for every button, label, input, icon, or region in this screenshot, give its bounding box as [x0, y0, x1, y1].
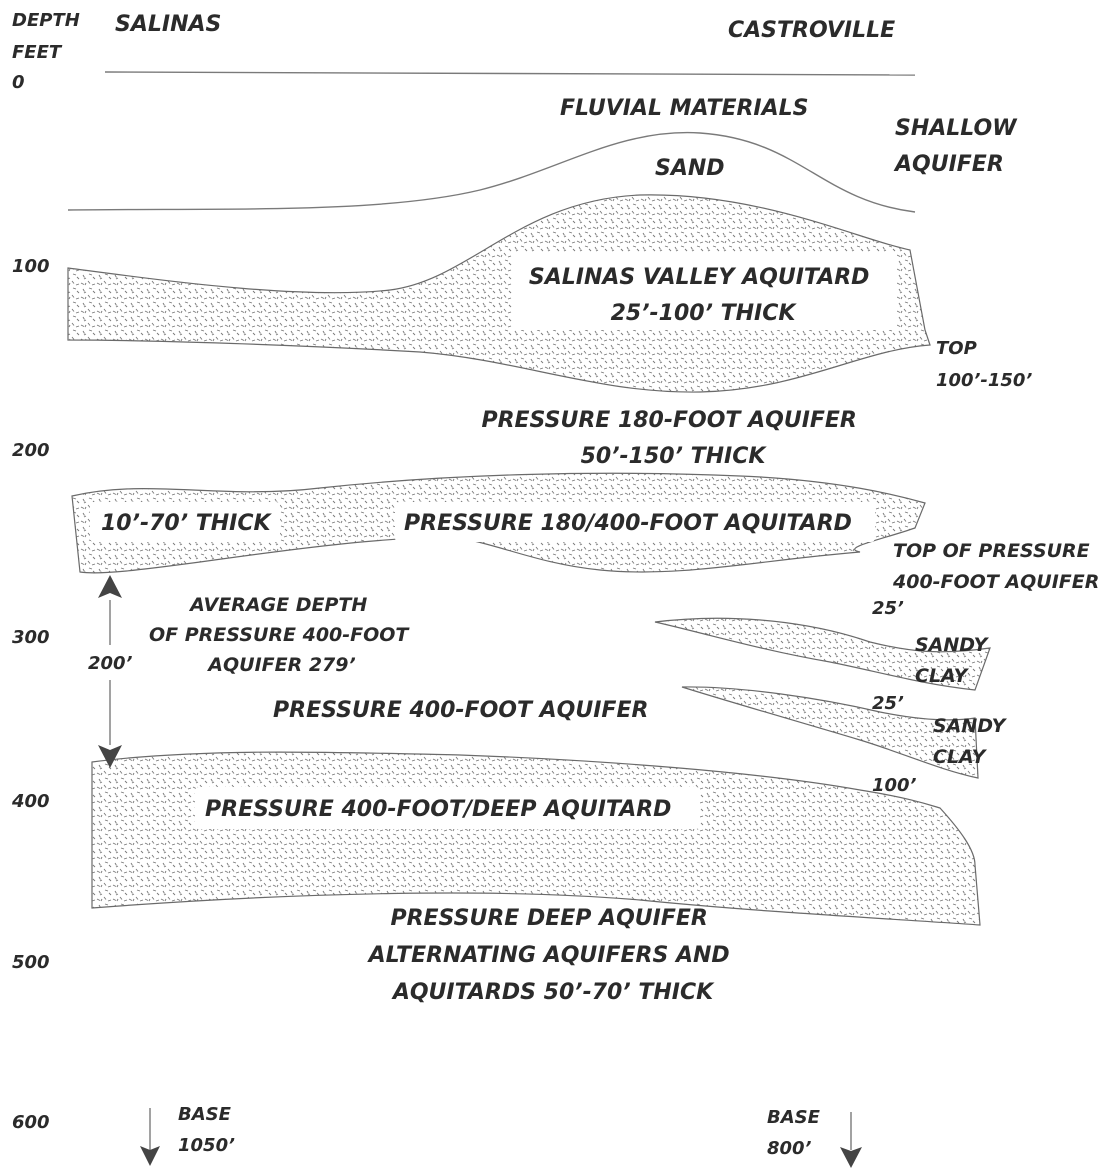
label-box	[195, 787, 700, 829]
label-top-depth: TOP 100’-150’	[936, 338, 1032, 391]
axis-tick-label: 400	[11, 791, 50, 812]
label-thickness: 100’	[872, 775, 917, 796]
axis-tick-label: 200	[12, 440, 50, 461]
axis-tick-label: 600	[12, 1112, 50, 1133]
label-pressure-180-aquifer: PRESSURE 180-FOOT AQUIFER 50’-150’ THICK	[481, 408, 864, 469]
sandy-clay-lens-lower	[681, 686, 979, 779]
label-pressure-400-aquifer: PRESSURE 400-FOOT AQUIFER	[273, 698, 648, 723]
arrow-down-icon	[140, 1146, 160, 1166]
arrow-up-icon	[98, 575, 122, 598]
axis-tick-label: 500	[12, 952, 50, 973]
label-box	[90, 502, 280, 542]
label-base-left: BASE 1050’	[178, 1104, 237, 1156]
label-top-of-pressure-400: TOP OF PRESSURE 400-FOOT AQUIFER	[892, 540, 1099, 593]
arrow-down-icon	[840, 1147, 862, 1168]
location-salinas: SALINAS	[115, 12, 221, 37]
label-thickness: 25’	[872, 693, 904, 714]
axis-tick-label: 100	[12, 256, 50, 277]
label-pressure-deep-aquifer: PRESSURE DEEP AQUIFER ALTERNATING AQUIFE…	[367, 906, 738, 1005]
label-fluvial-materials: FLUVIAL MATERIALS	[560, 96, 809, 121]
label-pressure-180-400-aquitard: PRESSURE 180/400-FOOT AQUITARD	[404, 511, 852, 536]
label-sandy-clay: SANDY CLAY	[933, 715, 1012, 768]
label-arrow-200: 200’	[88, 653, 133, 674]
label-average-depth: AVERAGE DEPTH OF PRESSURE 400-FOOT AQUIF…	[149, 594, 415, 676]
ground-surface-line	[104, 71, 916, 76]
sandy-clay-lens-upper	[654, 617, 991, 691]
label-base-right: BASE 800’	[767, 1107, 826, 1159]
sand-lens-boundary	[67, 131, 916, 213]
axis-tick-label: 0	[12, 72, 25, 93]
label-thickness: 25’	[872, 598, 904, 619]
label-box	[395, 502, 875, 542]
axis-tick-label: 300	[12, 627, 50, 648]
location-castroville: CASTROVILLE	[728, 18, 895, 43]
label-sand: SAND	[655, 156, 725, 181]
label-deep-aquitard: PRESSURE 400-FOOT/DEEP AQUITARD	[205, 797, 671, 822]
label-aquitard-thickness: 10’-70’ THICK	[101, 511, 272, 536]
axis-title: DEPTH FEET	[12, 10, 86, 63]
deep-aquitard-layer	[91, 751, 981, 926]
label-box	[512, 252, 897, 330]
label-shallow-aquifer: SHALLOW AQUIFER	[893, 116, 1024, 177]
salinas-valley-aquitard-layer	[67, 194, 931, 393]
arrow-down-icon	[98, 745, 122, 768]
label-salinas-valley-aquitard: SALINAS VALLEY AQUITARD 25’-100’ THICK	[529, 265, 877, 326]
label-sandy-clay: SANDY CLAY	[915, 634, 994, 687]
